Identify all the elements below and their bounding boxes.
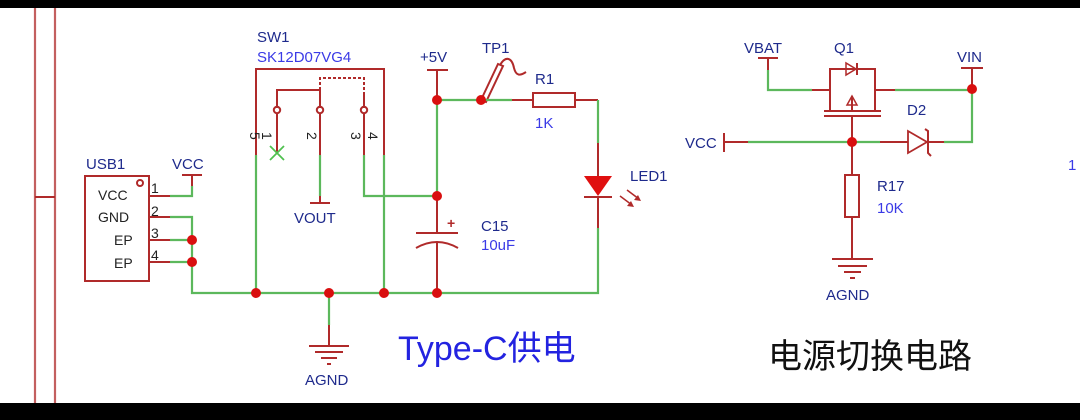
sw1-pin4: 4 bbox=[365, 132, 381, 140]
vout-net-port: VOUT bbox=[294, 155, 336, 227]
edge-label: 1 bbox=[1068, 157, 1076, 174]
usb1-pin1-name: VCC bbox=[98, 187, 128, 203]
sw1-pin3: 3 bbox=[348, 132, 364, 140]
usb1-connector[interactable]: USB1 VCC GND EP EP 1 2 3 4 bbox=[84, 156, 170, 282]
usb1-pin2-name: GND bbox=[98, 209, 129, 225]
c15-polarity: + bbox=[447, 215, 455, 231]
junctions-typec bbox=[187, 95, 486, 298]
svg-text:D2: D2 bbox=[907, 102, 926, 119]
svg-text:VBAT: VBAT bbox=[744, 40, 782, 57]
r1-resistor[interactable]: R1 1K bbox=[512, 71, 598, 132]
tp1-testpoint[interactable]: TP1 bbox=[479, 40, 527, 104]
usb1-pin1-num: 1 bbox=[151, 180, 159, 196]
usb1-pin4-name: EP bbox=[114, 255, 133, 271]
sw1-value: SK12D07VG4 bbox=[257, 49, 351, 66]
svg-text:R17: R17 bbox=[877, 178, 905, 195]
svg-text:Q1: Q1 bbox=[834, 40, 854, 57]
svg-text:+5V: +5V bbox=[420, 49, 447, 66]
section-title-typec: Type-C供电 bbox=[398, 330, 576, 368]
section-title-power-switch: 电源切换电路 bbox=[768, 338, 972, 376]
svg-text:VIN: VIN bbox=[957, 49, 982, 66]
vcc-net-port-2: VCC bbox=[685, 133, 748, 152]
svg-text:TP1: TP1 bbox=[482, 40, 510, 57]
svg-text:VCC: VCC bbox=[172, 156, 204, 173]
sw1-pin1: 1 bbox=[259, 132, 275, 140]
junctions-switch bbox=[847, 84, 977, 147]
wires-switch bbox=[748, 70, 974, 144]
no-connect-icon bbox=[269, 145, 285, 161]
usb1-ref: USB1 bbox=[86, 156, 125, 173]
sw1-ref: SW1 bbox=[257, 29, 290, 46]
q1-mosfet[interactable]: Q1 bbox=[812, 40, 895, 142]
usb1-pin4-num: 4 bbox=[151, 247, 159, 263]
usb1-pin3-name: EP bbox=[114, 232, 133, 248]
left-rails bbox=[33, 8, 57, 403]
svg-text:C15: C15 bbox=[481, 218, 509, 235]
sw1-pin2: 2 bbox=[304, 132, 320, 140]
usb1-pin3-num: 3 bbox=[151, 225, 159, 241]
gnd-symbol-1: AGND bbox=[305, 325, 349, 389]
vbat-net-port: VBAT bbox=[744, 40, 782, 70]
sw1-pin5: 5 bbox=[247, 132, 263, 140]
c15-capacitor[interactable]: + C15 10uF bbox=[415, 196, 515, 293]
gnd-symbol-2: AGND bbox=[826, 258, 873, 304]
svg-text:VCC: VCC bbox=[685, 135, 717, 152]
svg-text:AGND: AGND bbox=[826, 287, 870, 304]
d2-diode[interactable]: D2 bbox=[880, 102, 944, 157]
light-emission-icon bbox=[619, 189, 641, 207]
supply-5v-port: +5V bbox=[420, 49, 448, 100]
sw1-switch[interactable]: SW1 SK12D07VG4 5 1 2 3 4 bbox=[247, 29, 385, 161]
led1-diode[interactable]: LED1 bbox=[584, 100, 668, 228]
sheet bbox=[0, 8, 1080, 403]
usb1-pin2-num: 2 bbox=[151, 203, 159, 219]
svg-text:LED1: LED1 bbox=[630, 168, 668, 185]
svg-text:VOUT: VOUT bbox=[294, 210, 336, 227]
vcc-net-port-1: VCC bbox=[172, 156, 204, 186]
svg-text:R1: R1 bbox=[535, 71, 554, 88]
svg-text:10K: 10K bbox=[877, 200, 904, 217]
svg-text:AGND: AGND bbox=[305, 372, 349, 389]
r17-resistor[interactable]: R17 10K bbox=[844, 142, 905, 259]
svg-text:10uF: 10uF bbox=[481, 237, 515, 254]
wires-typec bbox=[170, 98, 600, 325]
svg-text:1K: 1K bbox=[535, 115, 553, 132]
